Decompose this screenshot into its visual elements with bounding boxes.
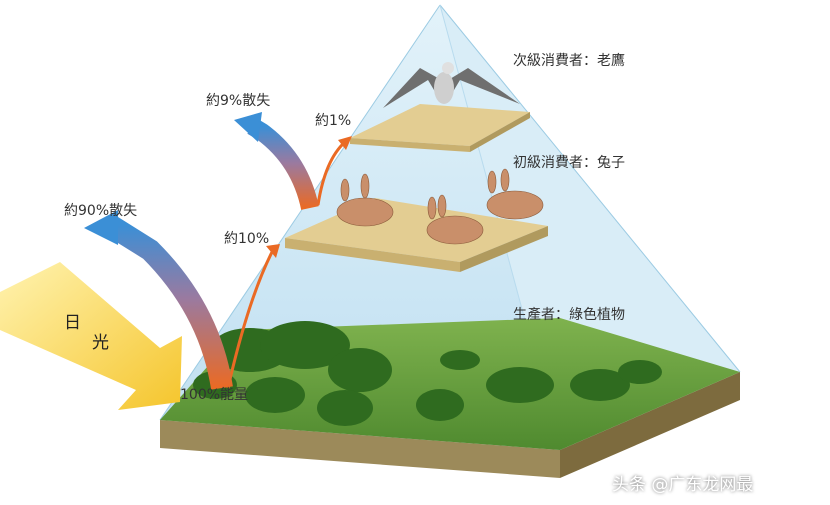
label-energy-lost-primary: 約90%散失	[64, 203, 138, 219]
label-energy-to-secondary: 約1%	[315, 113, 352, 129]
label-producer: 生產者：綠色植物	[513, 307, 625, 323]
tree-icon	[193, 321, 662, 426]
label-secondary-consumer: 次級消費者：老鷹	[513, 53, 625, 69]
sun-arrow-icon	[0, 262, 182, 410]
eagle-icon	[383, 62, 520, 108]
label-primary-consumer: 初級消費者：兔子	[513, 155, 625, 171]
energy-flow-arrows	[84, 112, 352, 390]
secondary-platform	[350, 104, 530, 152]
label-energy-lost-secondary: 約9%散失	[206, 93, 271, 109]
label-energy-input: 100%能量	[180, 387, 249, 403]
label-sunlight-1: 日	[64, 313, 81, 333]
producer-block	[160, 318, 740, 478]
label-sunlight-2: 光	[92, 333, 109, 353]
rabbit-icon	[336, 168, 544, 245]
watermark: 头条 @广东龙网最	[612, 475, 754, 495]
label-energy-to-primary: 約10%	[224, 231, 270, 247]
